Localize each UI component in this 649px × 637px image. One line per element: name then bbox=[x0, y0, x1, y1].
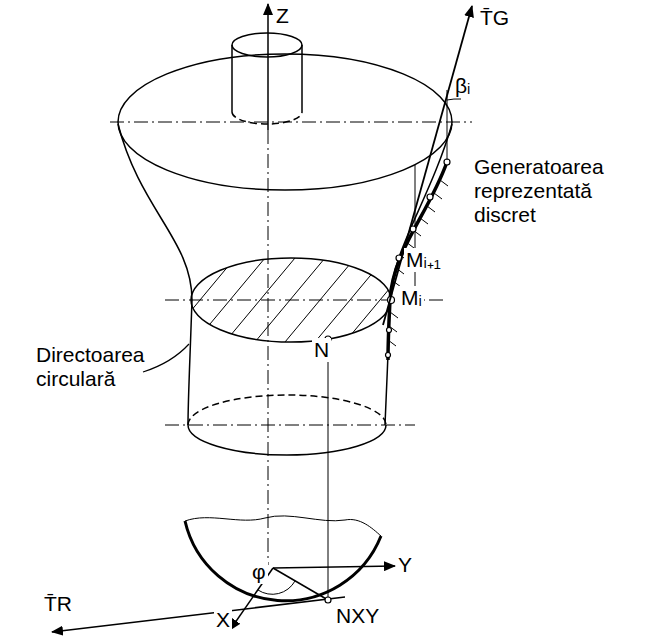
vector-label: T̄G bbox=[478, 6, 511, 30]
axis-label: X bbox=[214, 608, 232, 632]
callout-text: Directoarea circulară bbox=[36, 343, 154, 391]
point-label: Mᵢ₊₁ bbox=[404, 248, 443, 272]
callout-text: Generatoarea reprezentată discret bbox=[474, 155, 644, 227]
axis-label: Y bbox=[398, 553, 412, 577]
axis-label: Z bbox=[276, 4, 289, 28]
point-label: Mᵢ bbox=[399, 286, 424, 310]
vector-label: T̄R bbox=[44, 592, 72, 616]
angle-label: βᵢ bbox=[455, 74, 470, 98]
angle-label: φ bbox=[250, 560, 268, 584]
point-label: NXY bbox=[334, 604, 381, 628]
point-label: N bbox=[312, 338, 331, 362]
